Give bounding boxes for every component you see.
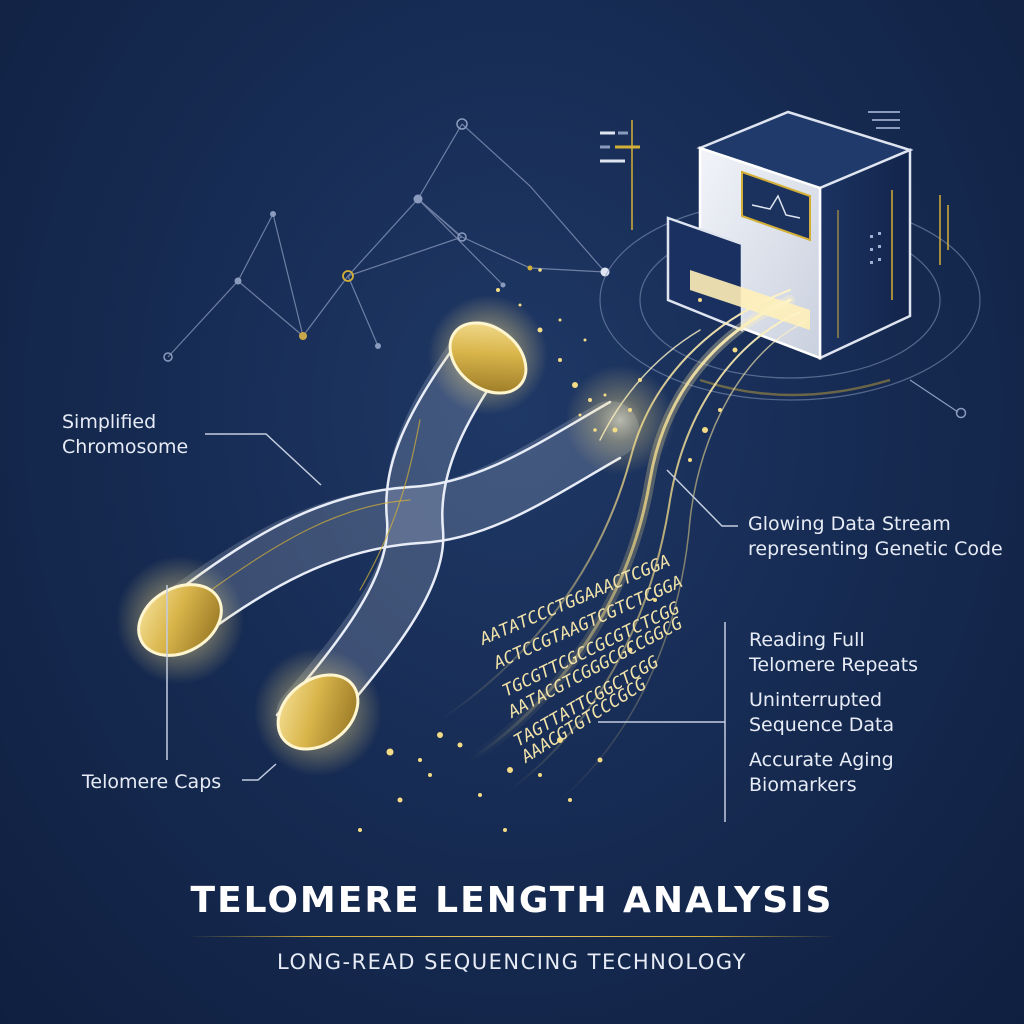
status-lines-right-icon xyxy=(868,111,900,129)
telomere-cap-icon xyxy=(116,295,548,776)
chromosome-icon xyxy=(141,321,639,744)
status-bars-icon xyxy=(600,131,640,163)
label-line: Glowing Data Stream xyxy=(748,513,951,535)
simplified-chromosome-label: Simplified Chromosome xyxy=(62,410,188,460)
network-graph-icon xyxy=(167,123,606,358)
benefit-line: Accurate Aging xyxy=(749,749,894,771)
subtitle: LONG-READ SEQUENCING TECHNOLOGY xyxy=(277,950,747,974)
leader-lines xyxy=(166,433,738,822)
benefit-line: Biomarkers xyxy=(749,774,857,796)
label-line: representing Genetic Code xyxy=(748,538,1003,560)
data-stream-label: Glowing Data Stream representing Genetic… xyxy=(748,512,1003,562)
benefits-list: Reading Full Telomere Repeats Uninterrup… xyxy=(749,628,918,808)
benefit-item: Reading Full Telomere Repeats xyxy=(749,628,918,678)
machine-connector xyxy=(909,379,959,413)
label-line: Simplified xyxy=(62,411,157,433)
benefit-line: Telomere Repeats xyxy=(749,654,919,676)
benefit-line: Uninterrupted xyxy=(749,689,882,711)
title-divider xyxy=(188,936,836,937)
telomere-caps-label: Telomere Caps xyxy=(82,771,222,793)
benefit-item: Uninterrupted Sequence Data xyxy=(749,688,918,738)
main-title: TELOMERE LENGTH ANALYSIS xyxy=(190,880,834,921)
connector-node xyxy=(955,407,967,419)
side-ticks xyxy=(631,120,949,265)
network-nodes xyxy=(163,118,610,362)
benefit-line: Sequence Data xyxy=(749,714,895,736)
benefit-item: Accurate Aging Biomarkers xyxy=(749,748,918,798)
data-stream xyxy=(439,289,806,801)
label-line: Chromosome xyxy=(62,436,189,458)
benefit-line: Reading Full xyxy=(749,629,865,651)
sparkle-particles xyxy=(358,268,738,832)
sequencer-machine-icon xyxy=(666,110,914,360)
